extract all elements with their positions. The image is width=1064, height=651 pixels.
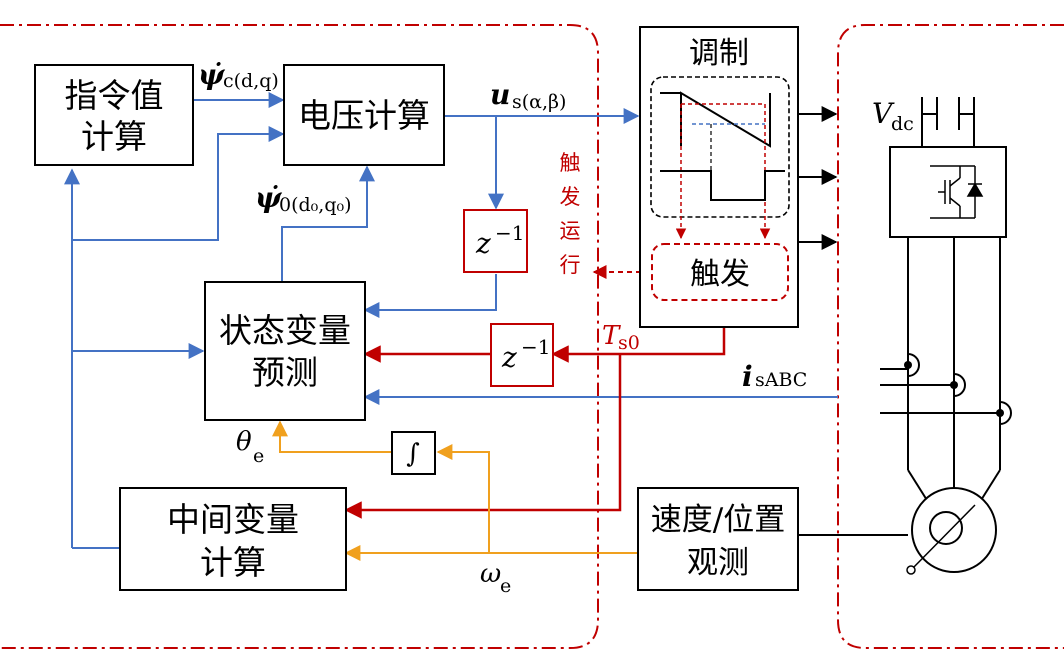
igbt-icon: [930, 165, 984, 219]
trigger-block: [651, 243, 789, 301]
us-symbol: u: [490, 78, 510, 111]
motor-encoder-line: [910, 504, 976, 571]
trigger-run-char-4: 行: [560, 253, 581, 277]
delay-to-state-arrow: [363, 274, 497, 318]
gate-pulse: [660, 170, 785, 201]
integrator-symbol: ∫: [406, 439, 420, 469]
hardware-region: [837, 24, 1064, 649]
vdc-symbol: V: [872, 97, 895, 130]
psi-0-symbol: ψ̇: [255, 181, 283, 214]
us-subscript: s(α,β): [512, 91, 566, 113]
delay-1-exp: −1: [495, 221, 524, 245]
state-pred-label-1: 状态变量: [219, 311, 351, 350]
motor-rotor: [929, 511, 963, 545]
ts0-intermediate-arrow: [344, 354, 622, 519]
theta-arrow: [272, 420, 392, 453]
command-label-2: 计算: [81, 117, 147, 156]
vdc-subscript: dc: [891, 113, 914, 135]
voltage-calc-block: [283, 64, 445, 166]
sensor-b-dot: [950, 381, 958, 389]
omega-subscript: e: [500, 575, 511, 597]
modulation-label: 调制: [689, 36, 749, 71]
command-block: [34, 64, 194, 166]
intermediate-block: [119, 487, 347, 591]
sensor-a-coil: [907, 353, 920, 377]
motor-icon: [911, 487, 997, 573]
trigger-run-char-3: 运: [560, 219, 581, 243]
psi-0-subscript: 0(d₀,q₀): [279, 194, 352, 216]
sensor-c-dot: [996, 409, 1004, 417]
psi0-arrow: [281, 165, 375, 282]
ts-subscript: s0: [618, 332, 640, 354]
intermediate-label-2: 计算: [200, 543, 266, 582]
command-label-1: 指令值: [65, 76, 164, 115]
voltage-calc-label: 电压计算: [298, 96, 430, 135]
speed-obs-label-2: 观测: [687, 545, 749, 581]
delay-1-z: z: [475, 227, 491, 260]
sensor-a-dot: [904, 361, 912, 369]
delay-2-z: z: [501, 341, 517, 374]
psi-c-subscript: c(d,q): [223, 70, 279, 92]
integrator-block: [391, 431, 436, 475]
speed-obs-label-1: 速度/位置: [651, 502, 785, 538]
encoder-terminal: [906, 565, 916, 575]
sensor-b-coil: [953, 373, 966, 397]
trigger-run-char-1: 触: [560, 151, 581, 175]
trigger-run-char-2: 发: [560, 185, 581, 209]
intermediate-label-1: 中间变量: [167, 500, 299, 539]
pwm-plot-box: [650, 76, 790, 218]
delay-block-1: [463, 209, 528, 273]
speed-obs-block: [637, 487, 799, 591]
isabc-symbol: i: [742, 360, 753, 393]
sensor-c-coil: [999, 401, 1012, 425]
theta-subscript: e: [253, 445, 264, 467]
ts-symbol: T: [602, 321, 621, 351]
controller-region: [0, 24, 599, 649]
theta-symbol: θ: [236, 427, 252, 457]
ts0-arrow: [551, 327, 726, 363]
bus-to-voltage-arrow: [72, 126, 285, 241]
delay-2-exp: −1: [521, 335, 550, 359]
psi-c-symbol: ψ̇: [198, 58, 226, 91]
omega-integrator-arrow: [436, 444, 490, 553]
isabc-subscript: sABC: [755, 369, 807, 391]
inverter-block: [889, 146, 1007, 238]
trigger-label: 触发: [690, 257, 750, 292]
delay-block-2: [490, 323, 554, 387]
omega-symbol: ω: [480, 559, 501, 589]
state-pred-label-2: 预测: [252, 353, 318, 392]
state-pred-block: [204, 281, 366, 421]
